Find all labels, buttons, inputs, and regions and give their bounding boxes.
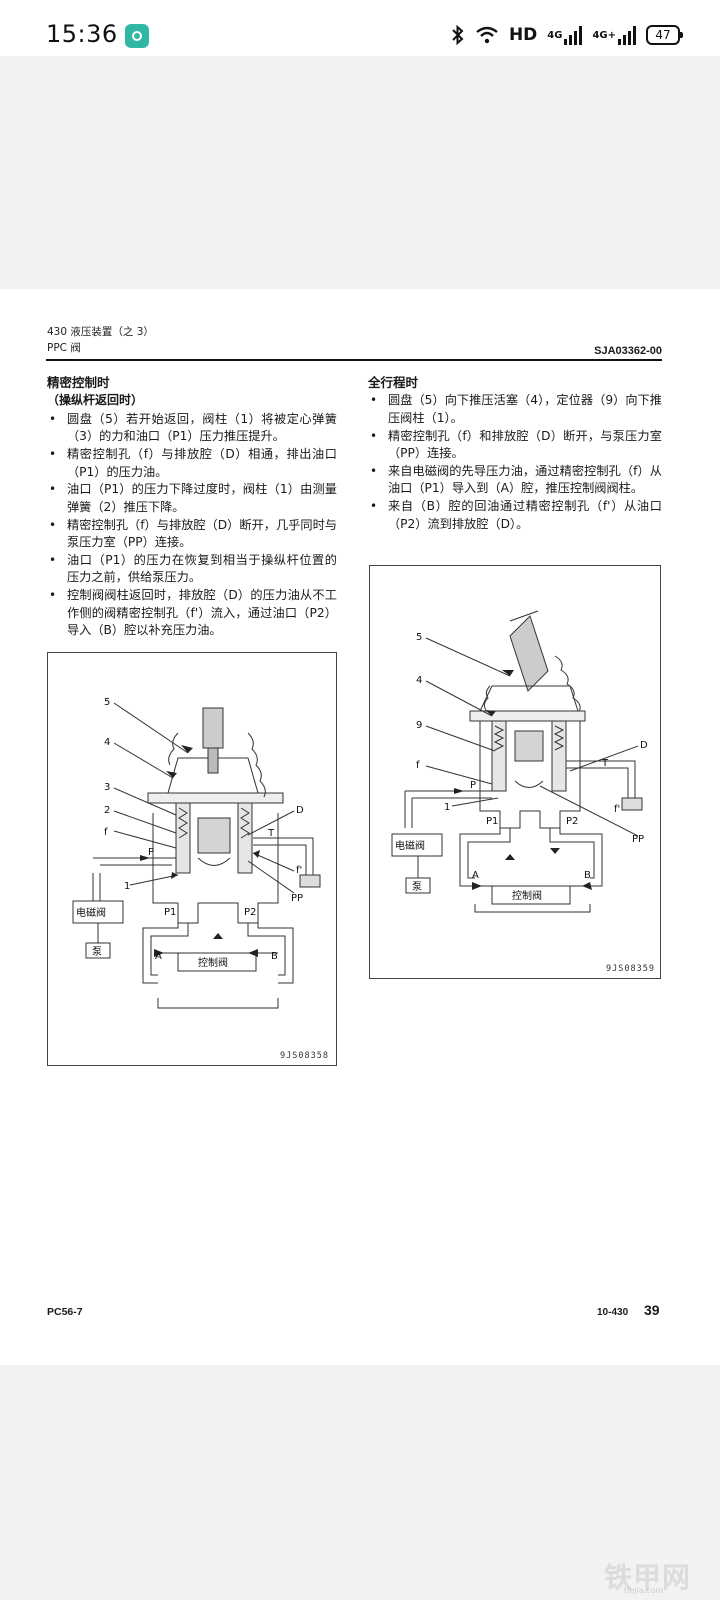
fig-label: B — [584, 870, 591, 881]
fig-label: f' — [614, 804, 620, 815]
fig-label: f' — [296, 865, 302, 876]
document-page[interactable]: 430 液压装置（之 3） PPC 阀 SJA03362-00 精密控制时 （操… — [0, 289, 720, 1365]
footer-page-number: 39 — [644, 1302, 660, 1318]
fig-label: P1 — [164, 907, 176, 918]
list-item: 精密控制孔（f）和排放腔（D）断开，与泵压力室（PP）连接。 — [368, 428, 662, 463]
fig-label: D — [640, 740, 648, 751]
doc-code: SJA03362-00 — [594, 345, 662, 357]
fig-label: f — [416, 760, 420, 771]
list-item: 精密控制孔（f）与排放腔（D）断开，几乎同时与泵压力室（PP）连接。 — [47, 517, 337, 552]
fig-label: P1 — [486, 816, 498, 827]
list-item: 圆盘（5）若开始返回，阀柱（1）将被定心弹簧（3）的力和油口（P1）压力推压提升… — [47, 411, 337, 446]
figure-code: 9JS08358 — [280, 1051, 329, 1061]
watermark-sub: tiejia.com — [624, 1586, 664, 1595]
sim1-label: 4G — [547, 29, 563, 41]
footer-model: PC56-7 — [47, 1306, 83, 1318]
fig-label: 2 — [104, 805, 110, 816]
footer-section: 10-430 — [597, 1307, 629, 1318]
network-label: HD — [508, 25, 538, 45]
header-section: 430 液压装置（之 3） — [47, 326, 154, 338]
ppc-valve-diagram-right: 5 4 9 f P 1 D T f' PP P1 P2 电磁阀 泵 A B 控制… — [391, 610, 648, 913]
list-item: 油口（P1）的压力在恢复到相当于操纵杆位置的压力之前，供给泵压力。 — [47, 552, 337, 587]
fig-label-valve: 控制阀 — [512, 889, 542, 902]
fig-label: B — [271, 951, 278, 962]
fig-label: T — [601, 758, 609, 769]
list-item: 来自（B）腔的回油通过精密控制孔（f'）从油口（P2）流到排放腔（D）。 — [368, 498, 662, 533]
bluetooth-icon — [452, 25, 464, 45]
list-item: 油口（P1）的压力下降过度时，阀柱（1）由测量弹簧（2）推压下降。 — [47, 481, 337, 516]
fig-label-solenoid: 电磁阀 — [395, 839, 425, 852]
fig-label: T — [267, 828, 275, 839]
fig-label: P — [470, 780, 476, 791]
fig-label-pump: 泵 — [92, 946, 102, 958]
list-item: 来自电磁阀的先导压力油，通过精密控制孔（f）从油口（P1）导入到（A）腔，推压控… — [368, 463, 662, 498]
fig-label: P2 — [244, 907, 256, 918]
fig-label: 4 — [104, 737, 110, 748]
fig-label: f — [104, 827, 108, 838]
list-item: 精密控制孔（f）与排放腔（D）相通，排出油口（P1）的压力油。 — [47, 446, 337, 481]
sim2-label: 4G+ — [592, 29, 616, 41]
watermark: 铁甲网 — [604, 1561, 692, 1594]
status-time: 15:36 — [46, 20, 118, 48]
ppc-valve-diagram-left: 5 4 3 2 f P 1 D T f' PP P1 P2 电磁阀 泵 A B … — [72, 697, 321, 1009]
fig-label: 5 — [416, 632, 422, 643]
fig-label: 9 — [416, 720, 422, 731]
fig-label: 1 — [124, 881, 130, 892]
fig-label-valve: 控制阀 — [198, 956, 228, 969]
battery-icon: 47 — [646, 25, 683, 45]
status-bar: 15:36 HD 4G 4G+ 47 — [0, 0, 720, 56]
battery-level: 47 — [655, 28, 671, 42]
figure-code: 9JS08359 — [606, 964, 655, 974]
list-item: 圆盘（5）向下推压活塞（4），定位器（9）向下推压阀柱（1）。 — [368, 392, 662, 427]
list-item: 控制阀阀柱返回时，排放腔（D）的压力油从不工作侧的阀精密控制孔（f'）流入，通过… — [47, 587, 337, 639]
left-list: 圆盘（5）若开始返回，阀柱（1）将被定心弹簧（3）的力和油口（P1）压力推压提升… — [47, 411, 337, 640]
signal-icon-2 — [618, 25, 636, 45]
left-figure: 5 4 3 2 f P 1 D T f' PP P1 P2 电磁阀 泵 A B … — [47, 652, 337, 1066]
fig-label: PP — [632, 834, 644, 845]
right-title: 全行程时 — [368, 375, 419, 390]
status-icons: HD 4G 4G+ 47 — [451, 22, 683, 48]
fig-label: PP — [291, 893, 303, 904]
fig-label: P — [148, 847, 154, 858]
right-list: 圆盘（5）向下推压活塞（4），定位器（9）向下推压阀柱（1）。 精密控制孔（f）… — [368, 392, 662, 533]
fig-label-solenoid: 电磁阀 — [76, 906, 106, 919]
fig-label-pump: 泵 — [412, 881, 422, 893]
fig-label: 5 — [104, 697, 110, 708]
left-column: 精密控制时 （操纵杆返回时） 圆盘（5）若开始返回，阀柱（1）将被定心弹簧（3）… — [47, 374, 337, 640]
fig-label: 1 — [444, 802, 450, 813]
fig-label: 4 — [416, 675, 422, 686]
fig-label: A — [472, 870, 479, 881]
app-notification-icon — [125, 24, 149, 48]
left-title: 精密控制时 — [47, 375, 110, 390]
fig-label: P2 — [566, 816, 578, 827]
header-rule — [46, 359, 662, 361]
signal-icon — [564, 25, 583, 45]
right-figure: 5 4 9 f P 1 D T f' PP P1 P2 电磁阀 泵 A B 控制… — [369, 565, 661, 979]
right-column: 全行程时 圆盘（5）向下推压活塞（4），定位器（9）向下推压阀柱（1）。 精密控… — [368, 374, 662, 534]
left-subtitle: （操纵杆返回时） — [47, 393, 144, 408]
header-subsection: PPC 阀 — [47, 342, 81, 354]
fig-label: A — [155, 951, 162, 962]
fig-label: 3 — [104, 782, 110, 793]
wifi-icon — [476, 26, 498, 44]
fig-label: D — [296, 805, 304, 816]
